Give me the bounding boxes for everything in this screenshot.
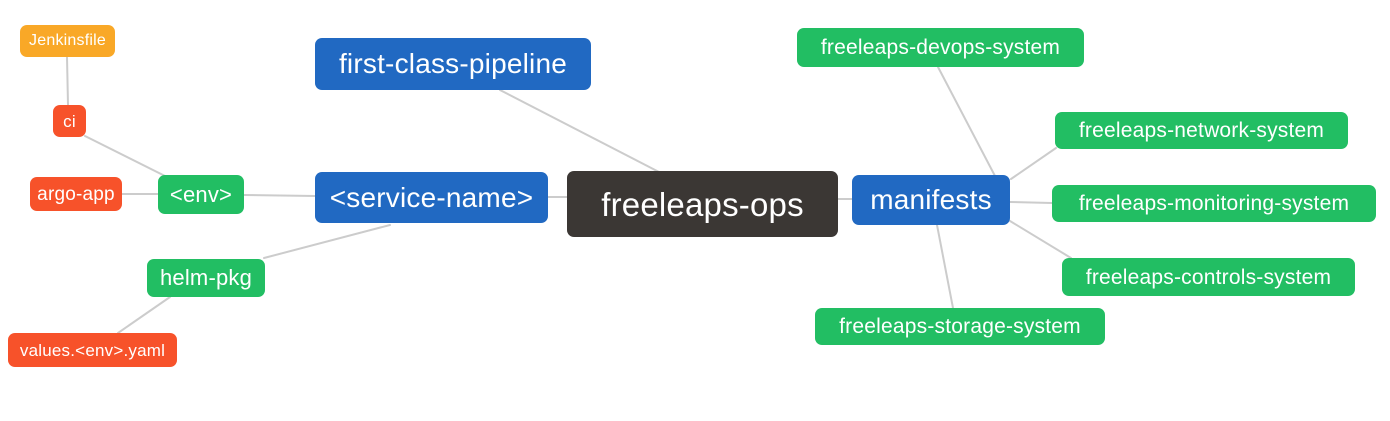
edge-manifests-freeleaps-devops-system [937, 66, 996, 177]
node-freeleaps-storage-system[interactable]: freeleaps-storage-system [815, 308, 1105, 345]
node-jenkinsfile[interactable]: Jenkinsfile [20, 25, 115, 57]
node-freeleaps-devops-system[interactable]: freeleaps-devops-system [797, 28, 1084, 67]
node-env[interactable]: <env> [158, 175, 244, 214]
node-argo-app[interactable]: argo-app [30, 177, 122, 211]
node-freeleaps-network-system[interactable]: freeleaps-network-system [1055, 112, 1348, 149]
edge-jenkinsfile-ci [66, 56, 69, 106]
node-ci[interactable]: ci [53, 105, 86, 137]
edge-helm-pkg-service-name [263, 224, 391, 259]
edge-manifests-freeleaps-storage-system [936, 224, 954, 309]
node-first-class-pipeline[interactable]: first-class-pipeline [315, 38, 591, 90]
node-values-env-yaml[interactable]: values.<env>.yaml [8, 333, 177, 367]
node-freeleaps-controls-system[interactable]: freeleaps-controls-system [1062, 258, 1355, 296]
node-freeleaps-monitoring-system[interactable]: freeleaps-monitoring-system [1052, 185, 1376, 222]
node-manifests[interactable]: manifests [852, 175, 1010, 225]
node-service-name[interactable]: <service-name> [315, 172, 548, 223]
edge-manifests-freeleaps-controls-system [1009, 220, 1072, 259]
edge-values-env-yaml-helm-pkg [117, 296, 171, 334]
edge-first-class-pipeline-freeleaps-ops [499, 89, 660, 173]
edge-manifests-freeleaps-network-system [1010, 147, 1057, 180]
edge-ci-env [84, 135, 168, 178]
node-freeleaps-ops[interactable]: freeleaps-ops [567, 171, 838, 237]
edge-env-service-name [243, 194, 316, 197]
edge-manifests-freeleaps-monitoring-system [1009, 201, 1053, 204]
node-helm-pkg[interactable]: helm-pkg [147, 259, 265, 297]
